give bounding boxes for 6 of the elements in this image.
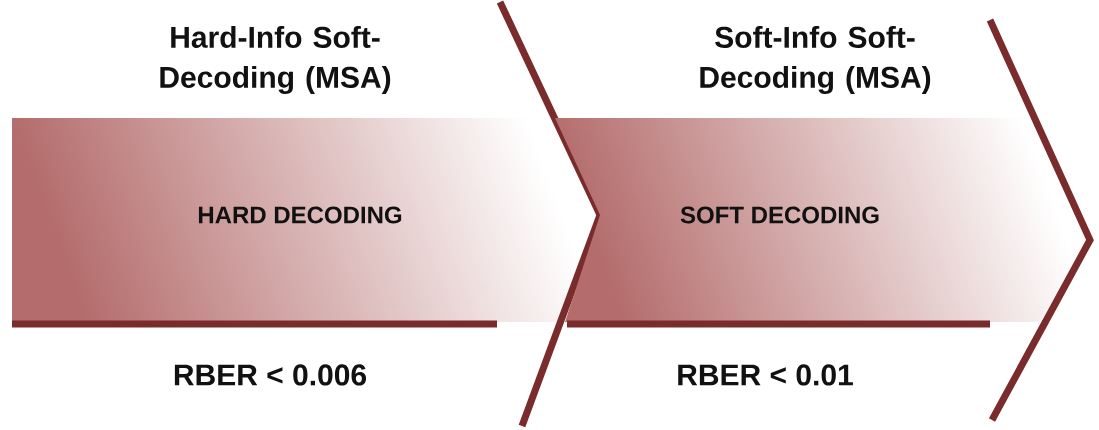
stage-heading: Soft-Info Soft-Decoding (MSA) — [700, 25, 931, 95]
threshold-label: RBER < 0.01 — [678, 364, 853, 386]
threshold-label: RBER < 0.006 — [174, 364, 366, 386]
stage-heading: Hard-Info Soft-Decoding (MSA) — [160, 25, 391, 95]
stage-label: SOFT DECODING — [680, 206, 879, 224]
stage-label: HARD DECODING — [198, 206, 402, 224]
